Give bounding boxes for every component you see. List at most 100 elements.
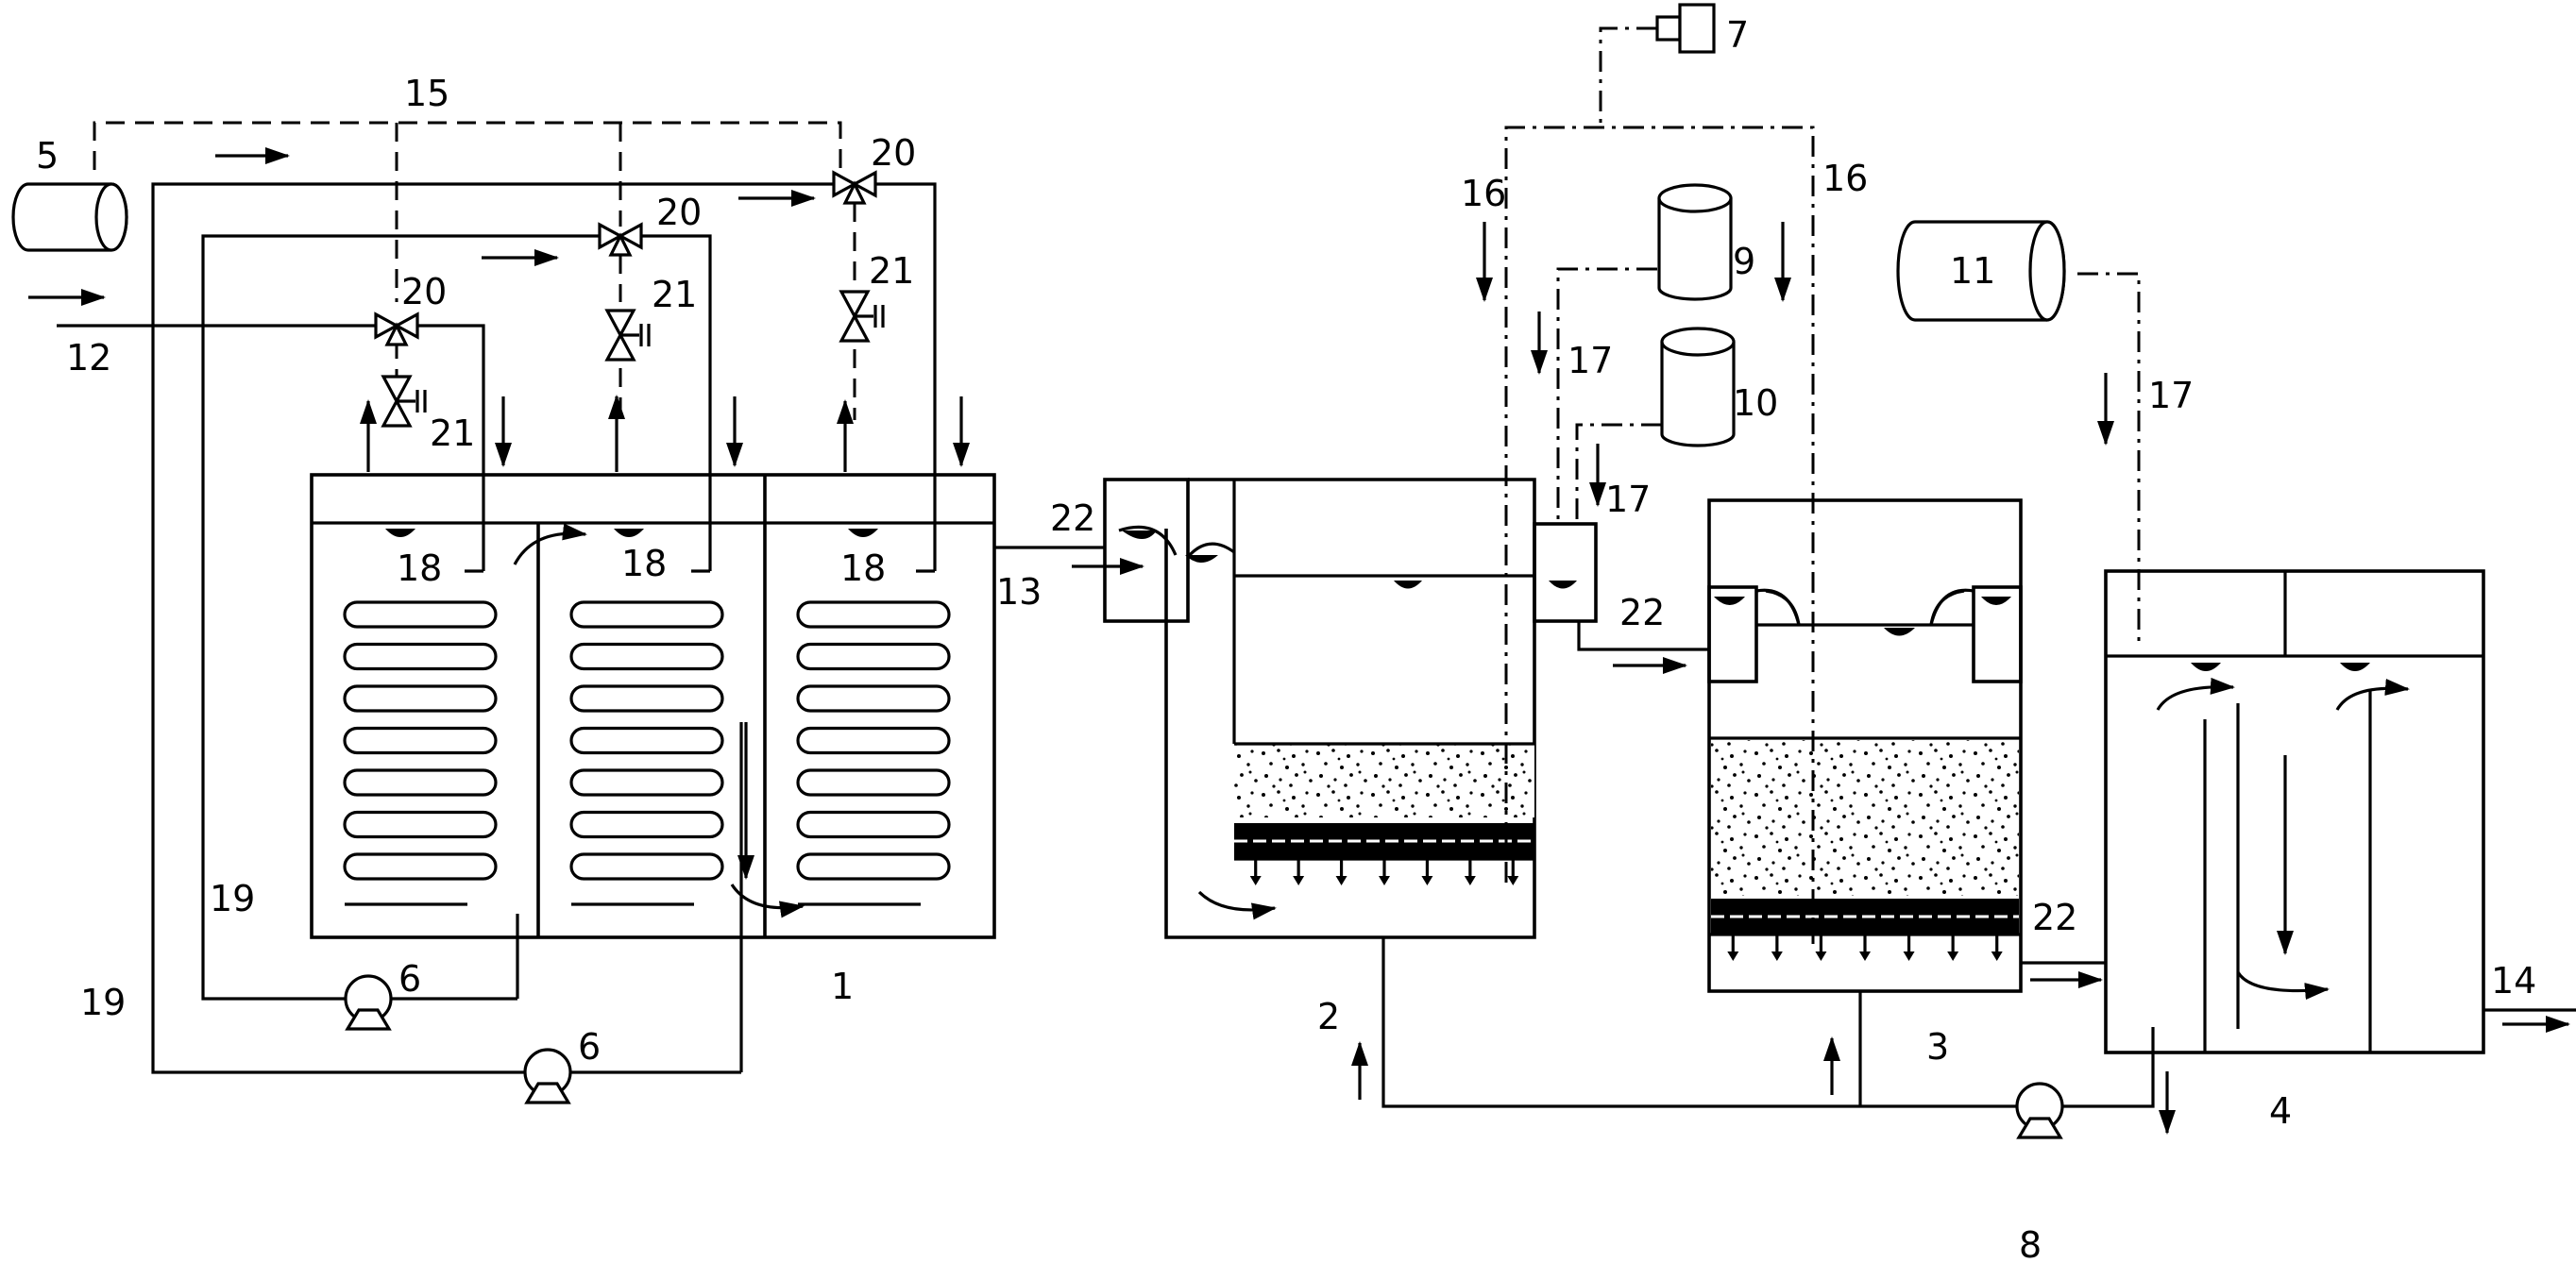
nozzle-icon	[1335, 859, 1347, 885]
label-17a: 17	[1568, 340, 1613, 381]
chemical-dosing-line-17	[1531, 267, 2141, 642]
blower-5	[11, 182, 128, 252]
three-way-valve-icon	[832, 170, 877, 205]
internal-flow-arrows-tank1	[513, 523, 805, 918]
backwash-pump-8	[2015, 1082, 2064, 1139]
label-10: 10	[1733, 382, 1778, 424]
label-8: 8	[2019, 1224, 2042, 1263]
three-way-valves	[374, 170, 877, 346]
label-15: 15	[404, 73, 449, 114]
coil-loop	[796, 852, 951, 881]
nozzle-icon	[1464, 859, 1476, 885]
label-21b: 21	[652, 274, 697, 315]
flow-arrows-left	[28, 147, 970, 472]
air-compressor-7	[1655, 3, 1716, 54]
filter-nozzles-tank2	[1249, 859, 1519, 885]
disinfection-tank-4	[2104, 569, 2576, 1054]
nozzle-icon	[1421, 859, 1433, 885]
nozzle-icon	[1293, 859, 1305, 885]
gate-valve-icon	[381, 375, 427, 428]
transfer-pipe-22b	[2021, 961, 2106, 988]
aeration-line-15	[93, 121, 856, 420]
nozzle-icon	[1859, 935, 1871, 961]
coil-loop	[343, 768, 498, 797]
nozzle-icon	[1903, 935, 1915, 961]
gate-valve-icon	[839, 290, 885, 343]
coil-loop	[569, 768, 724, 797]
recirculation-piping	[57, 182, 937, 1074]
label-22b: 22	[1619, 592, 1665, 633]
label-14: 14	[2491, 960, 2536, 1002]
coil-loop	[343, 600, 498, 629]
label-3: 3	[1926, 1026, 1949, 1068]
label-20b: 20	[656, 192, 702, 233]
label-19a: 19	[210, 878, 255, 919]
transfer-pipe-22	[1577, 621, 1709, 674]
three-way-valve-icon	[598, 222, 643, 257]
three-way-valve-icon	[374, 312, 419, 346]
coil-loop	[796, 684, 951, 713]
nozzle-icon	[1507, 859, 1519, 885]
nozzle-icon	[1379, 859, 1390, 885]
recirculation-pump-2	[523, 1048, 572, 1104]
water-level-marks-tank1	[385, 529, 878, 537]
gate-valves	[381, 290, 885, 428]
coil-loop	[343, 726, 498, 755]
coil-loop	[569, 852, 724, 881]
component-labels: 1 2 3 4 5 6 6 7 8 9 10 11 12 13 14 15 16…	[36, 14, 2536, 1263]
label-17c: 17	[2148, 375, 2194, 416]
coil-loop	[569, 810, 724, 839]
label-12: 12	[66, 337, 111, 379]
label-19b: 19	[80, 982, 126, 1023]
label-18b: 18	[621, 543, 667, 584]
label-6a: 6	[398, 958, 421, 1000]
heat-exchange-coils	[343, 600, 951, 906]
label-7: 7	[1726, 14, 1749, 56]
nozzle-icon	[1947, 935, 1959, 961]
dosing-tank-9	[1657, 183, 1733, 301]
nozzle-icon	[1771, 935, 1783, 961]
air-scour-line-16	[1476, 26, 1815, 944]
label-20c: 20	[871, 132, 916, 174]
label-17b: 17	[1605, 479, 1651, 520]
label-21c: 21	[869, 250, 914, 292]
label-11: 11	[1950, 250, 1995, 292]
label-2: 2	[1317, 996, 1340, 1037]
nozzle-icon	[1815, 935, 1827, 961]
effluent-pipe-13	[994, 546, 1144, 575]
coil-loop	[796, 726, 951, 755]
gate-valve-icon	[604, 309, 651, 362]
label-9: 9	[1733, 241, 1755, 282]
coil-loop	[796, 642, 951, 671]
coil-loop	[343, 642, 498, 671]
nozzle-icon	[1727, 935, 1739, 961]
label-22c: 22	[2032, 897, 2077, 938]
label-16b: 16	[1822, 158, 1868, 199]
nozzle-icon	[1249, 859, 1262, 885]
label-4: 4	[2269, 1090, 2292, 1132]
label-13: 13	[996, 571, 1042, 613]
label-21a: 21	[430, 413, 475, 454]
coil-loop	[343, 852, 498, 881]
filter-tank-2	[1103, 478, 1598, 939]
filter-nozzles-tank3	[1727, 935, 2003, 961]
label-18a: 18	[397, 547, 442, 589]
recirculation-pump-1	[344, 974, 393, 1031]
coil-loop	[569, 726, 724, 755]
coil-loop	[343, 684, 498, 713]
nozzle-icon	[1991, 935, 2003, 961]
label-16a: 16	[1461, 173, 1506, 214]
label-18c: 18	[840, 547, 886, 589]
disinfectant-tank-11	[1896, 220, 2066, 322]
reactor-tank-1	[310, 473, 996, 939]
backwash-pipeline	[1351, 937, 2176, 1135]
coil-loop	[569, 642, 724, 671]
coil-loop	[569, 684, 724, 713]
coil-loop	[343, 810, 498, 839]
dosing-tank-10	[1660, 327, 1736, 447]
label-20a: 20	[401, 271, 447, 312]
filter-tank-3	[1707, 498, 2023, 993]
label-1: 1	[831, 966, 854, 1007]
coil-loop	[796, 810, 951, 839]
